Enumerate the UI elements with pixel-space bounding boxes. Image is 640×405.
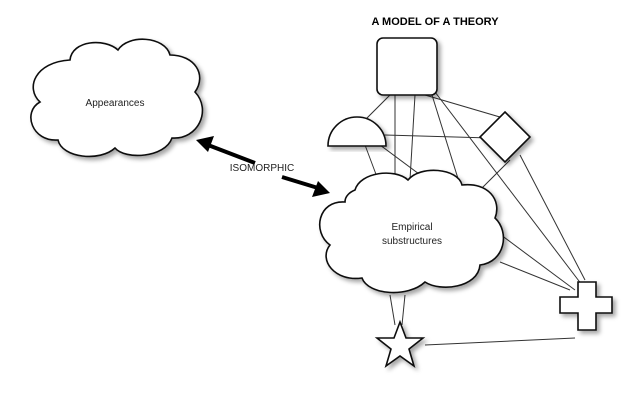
connection-line [409, 94, 416, 181]
connection-line [519, 154, 586, 281]
connection-line [389, 294, 396, 326]
empirical-substructures-cloud: Empirical substructures [318, 169, 505, 294]
square-node [376, 37, 438, 96]
star-node [374, 319, 426, 368]
connection-line [499, 261, 571, 291]
connection-line [434, 91, 583, 286]
connection-line [384, 134, 491, 139]
connection-line [424, 337, 576, 346]
arrowhead-left [196, 136, 214, 152]
isomorphic-label: ISOMORPHIC [230, 163, 294, 174]
empirical-label-line1: Empirical [391, 222, 432, 233]
appearances-label: Appearances [86, 98, 145, 109]
connection-line [401, 294, 406, 326]
model-shapes [327, 37, 613, 368]
half-circle-node [327, 116, 387, 147]
cross-node [559, 281, 613, 331]
connection-line [424, 94, 511, 121]
connection-line [479, 159, 511, 191]
connection-line [431, 94, 461, 186]
appearances-cloud: Appearances [30, 38, 204, 158]
isomorphic-arrow [196, 136, 330, 197]
diagram-title: A MODEL OF A THEORY [371, 16, 499, 28]
arrowhead-right [312, 181, 330, 197]
empirical-label-line2: substructures [382, 236, 442, 247]
diamond-node [478, 110, 532, 164]
